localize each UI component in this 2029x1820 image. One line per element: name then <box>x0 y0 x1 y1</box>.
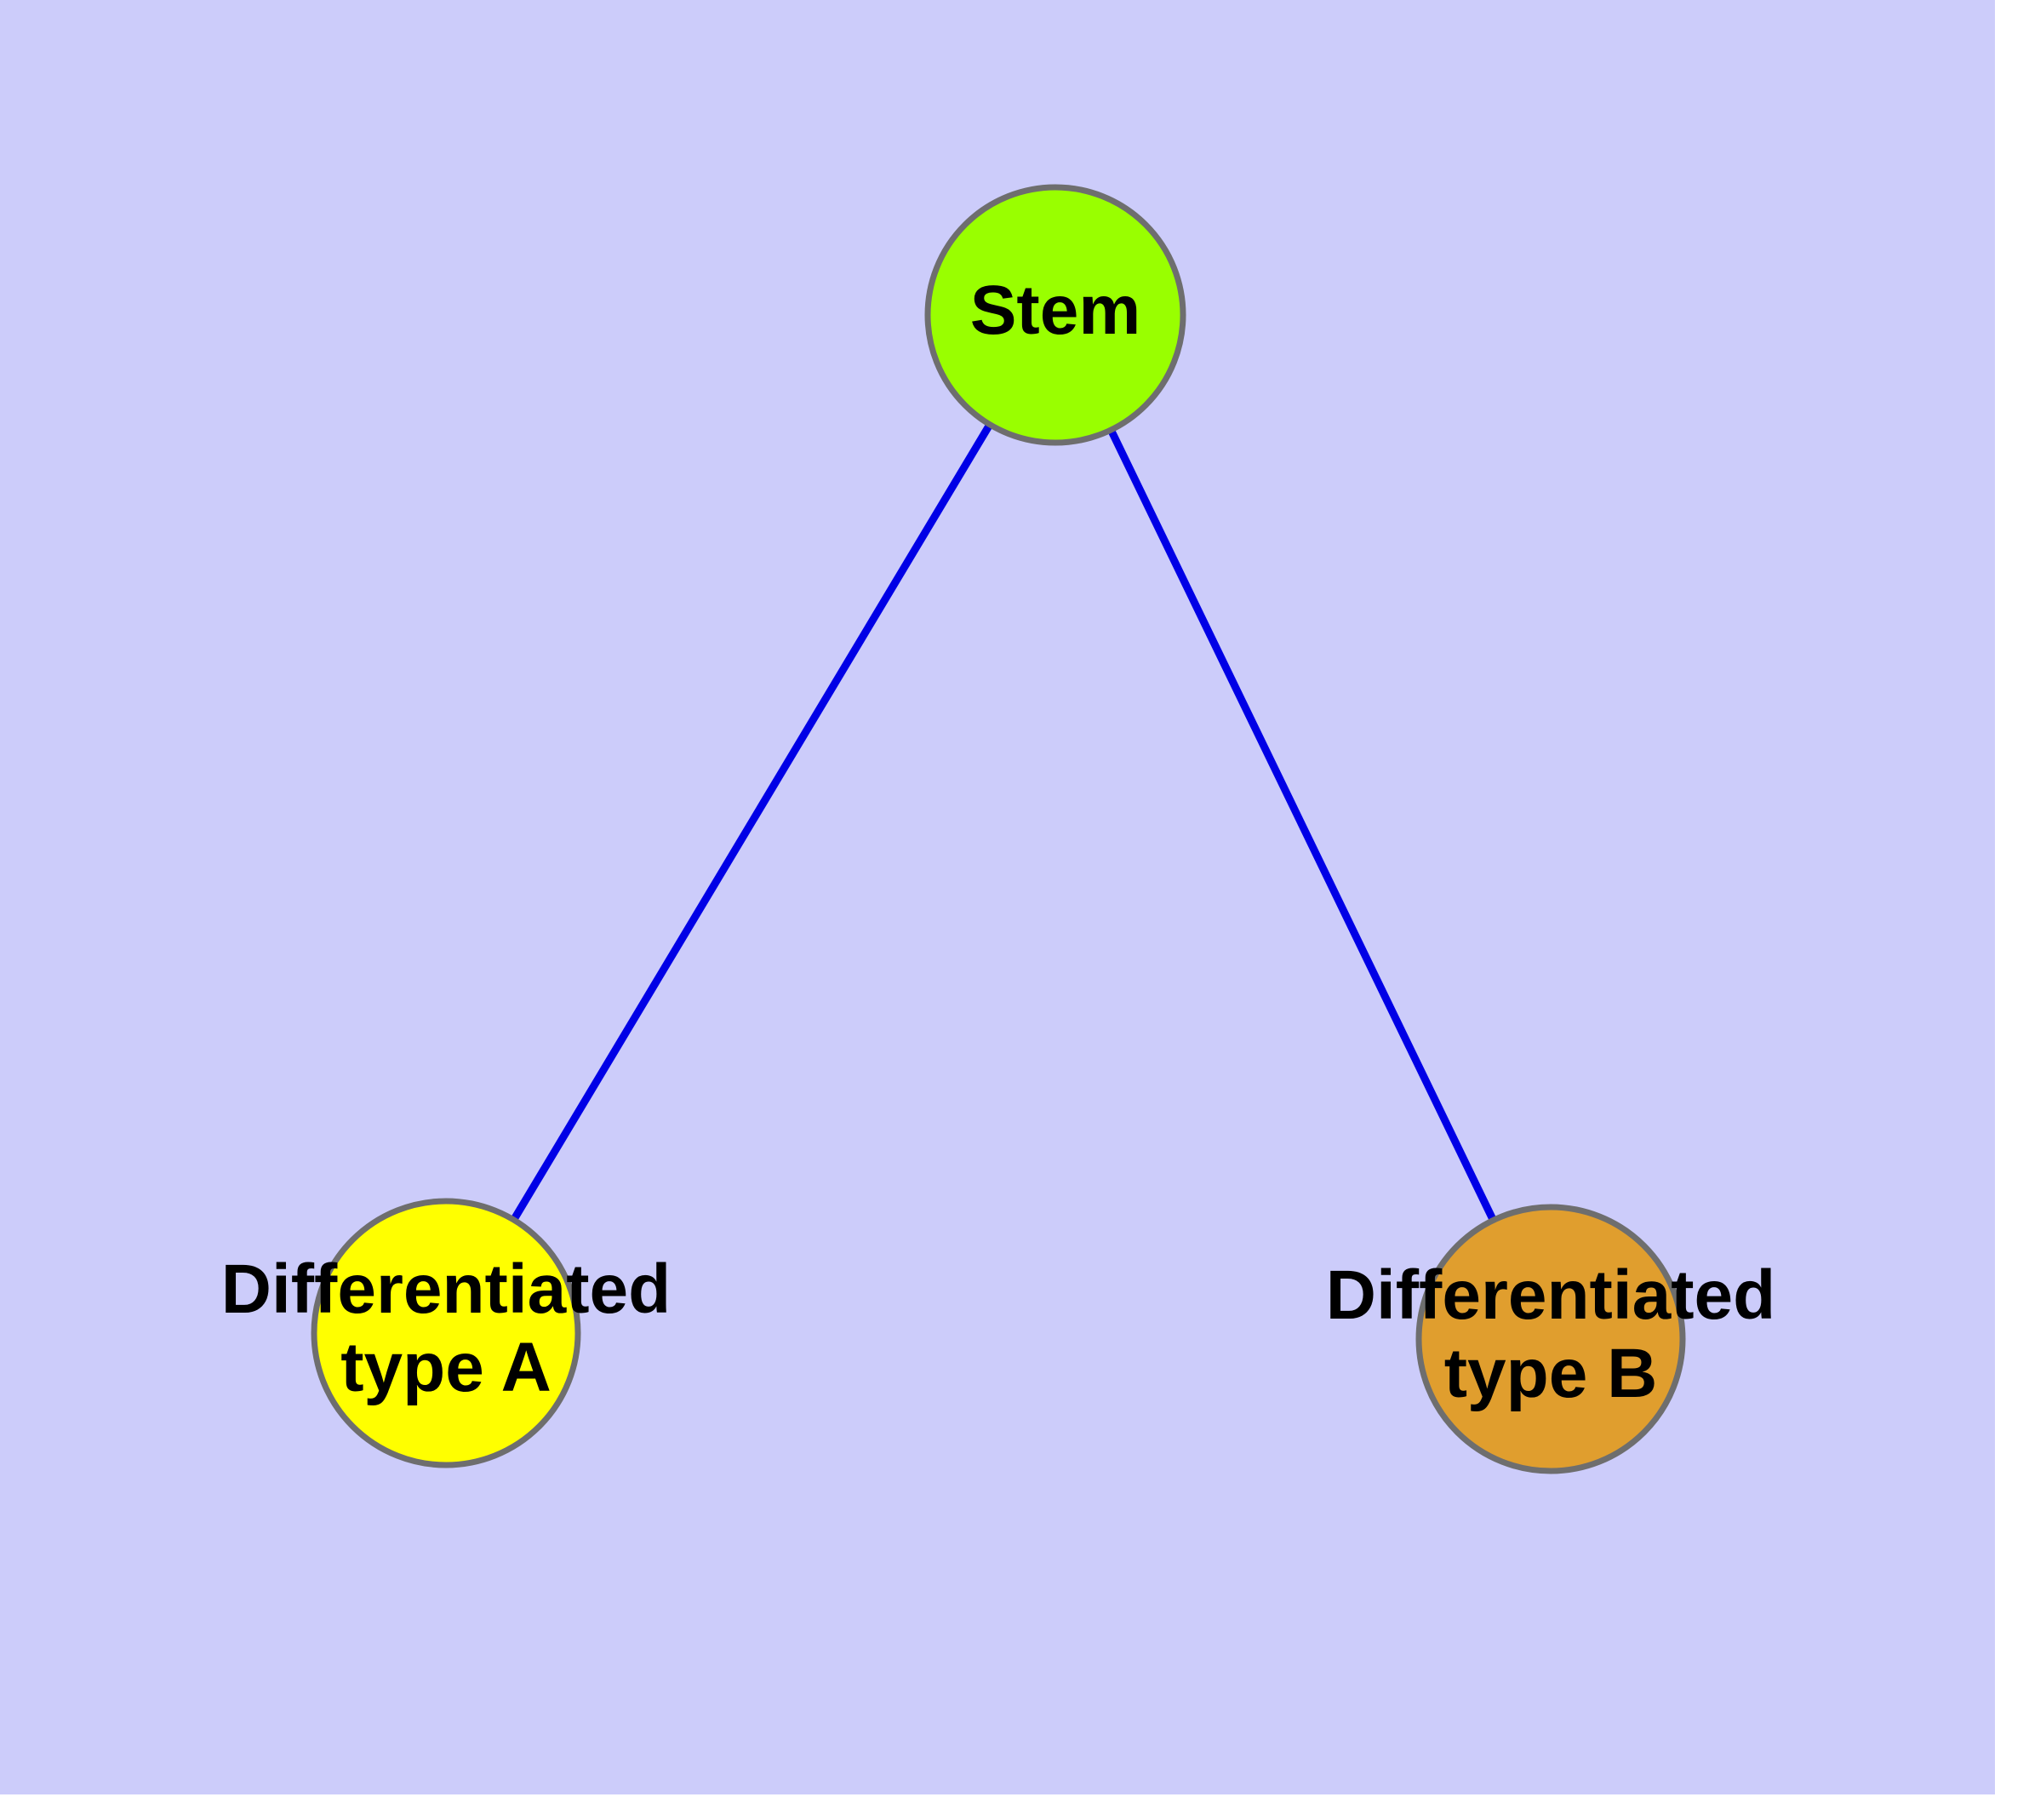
node-stem[interactable]: Stem <box>924 184 1186 446</box>
node-label-line: type A <box>340 1329 552 1406</box>
node-label-line: type B <box>1444 1335 1658 1412</box>
node-circle-stem[interactable] <box>924 184 1186 446</box>
node-label-line: Stem <box>970 272 1141 349</box>
node-label-stem: Stem <box>970 272 1141 349</box>
edge-stem-diff-a <box>509 421 994 1224</box>
node-circle-diff_b[interactable] <box>1415 1204 1686 1474</box>
edges-layer <box>509 421 1498 1224</box>
node-label-line: Differentiated <box>221 1251 672 1328</box>
edge-stem-diff-b <box>1106 426 1498 1224</box>
node-label-line: Differentiated <box>1326 1256 1776 1334</box>
node-circle-diff_a[interactable] <box>311 1198 581 1468</box>
